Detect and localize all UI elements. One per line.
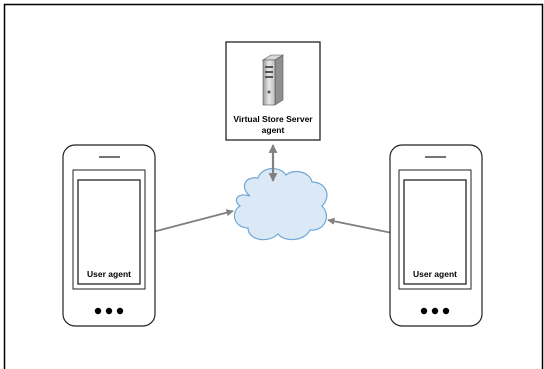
right-phone-label: User agent	[413, 269, 457, 279]
smartphone-icon	[389, 144, 483, 327]
left-phone-cloud-arrow	[144, 209, 234, 236]
smartphone-icon	[62, 144, 156, 327]
screen-outer	[398, 169, 472, 290]
cloud-icon	[233, 168, 328, 241]
left-phone-label: User agent	[87, 269, 131, 279]
diagram-frame	[3, 3, 544, 369]
server-tower-icon	[261, 54, 285, 106]
screen-outer	[72, 169, 146, 290]
right-phone: User agent	[389, 144, 483, 327]
left-phone: User agent	[62, 144, 156, 327]
server-label-line2: agent	[262, 125, 285, 135]
screen-inner	[403, 179, 467, 285]
server-node: Virtual Store Server agent	[225, 41, 321, 141]
server-label-line1: Virtual Store Server	[233, 114, 313, 124]
screen-inner	[77, 179, 141, 285]
